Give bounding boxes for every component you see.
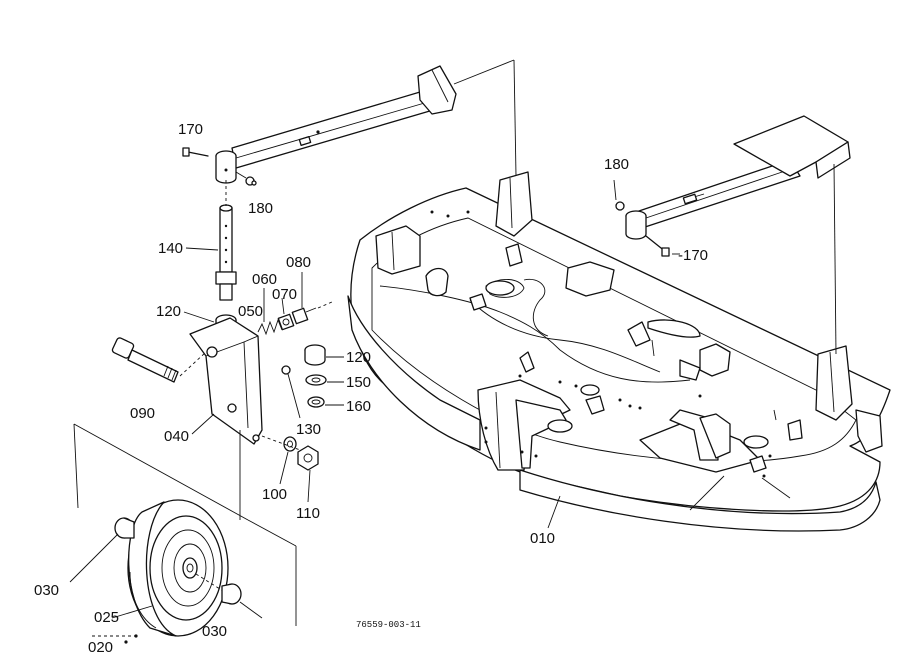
label-090: 090 (130, 405, 155, 422)
label-170-right: -170 (678, 247, 708, 264)
label-150: 150 (346, 374, 371, 391)
right-arm-reference-line (833, 163, 837, 355)
nut-070 (277, 313, 295, 331)
label-140: 140 (158, 240, 183, 257)
label-080: 080 (286, 254, 311, 271)
label-030-left: 030 (34, 582, 59, 599)
label-100: 100 (262, 486, 287, 503)
deck-leader-010 (547, 495, 561, 529)
clip-180-top (235, 171, 257, 186)
label-010: 010 (530, 530, 555, 547)
label-040: 040 (164, 428, 189, 445)
bracket-040 (189, 317, 263, 520)
bushing-030-left (69, 517, 135, 583)
label-180-right: 180 (604, 156, 629, 173)
label-120-right: 120 (346, 349, 371, 366)
washer-100 (279, 436, 297, 485)
nut-110 (297, 445, 319, 503)
clip-180-right (613, 179, 625, 211)
drawing-code: 76559-003-11 (356, 620, 421, 630)
bolt-170-top (182, 147, 209, 157)
shaft-140 (215, 180, 237, 301)
bushing-030-right (221, 583, 263, 619)
bolt-170-right (645, 235, 680, 257)
washer-150 (305, 374, 327, 386)
collar-120-right (304, 344, 326, 366)
mower-deck-010 (347, 171, 891, 532)
circlip-160 (307, 396, 325, 408)
bolt-080 (291, 301, 333, 325)
right-gauge-arm (625, 115, 851, 240)
label-120-left: 120 (156, 303, 181, 320)
left-gauge-arm (215, 65, 457, 184)
valve-025 (111, 605, 153, 619)
bolt-090 (111, 337, 207, 383)
label-110: 110 (296, 505, 320, 522)
nut-130 (281, 365, 301, 419)
label-025: 025 (94, 609, 119, 626)
label-170-top: 170 (178, 121, 203, 138)
label-070: 070 (272, 286, 297, 303)
arm-reference-line (453, 59, 515, 85)
spring-060 (257, 318, 283, 336)
wheel-ref-dots (92, 634, 138, 644)
label-160: 160 (346, 398, 371, 415)
wheel-frame-lines (73, 423, 297, 626)
wheel-020 (127, 499, 229, 637)
label-130: 130 (296, 421, 321, 438)
label-020: 020 (88, 639, 113, 656)
label-050: 050 (238, 303, 263, 320)
label-060: 060 (252, 271, 277, 288)
label-180-top: 180 (248, 200, 273, 217)
label-030-right: 030 (202, 623, 227, 640)
